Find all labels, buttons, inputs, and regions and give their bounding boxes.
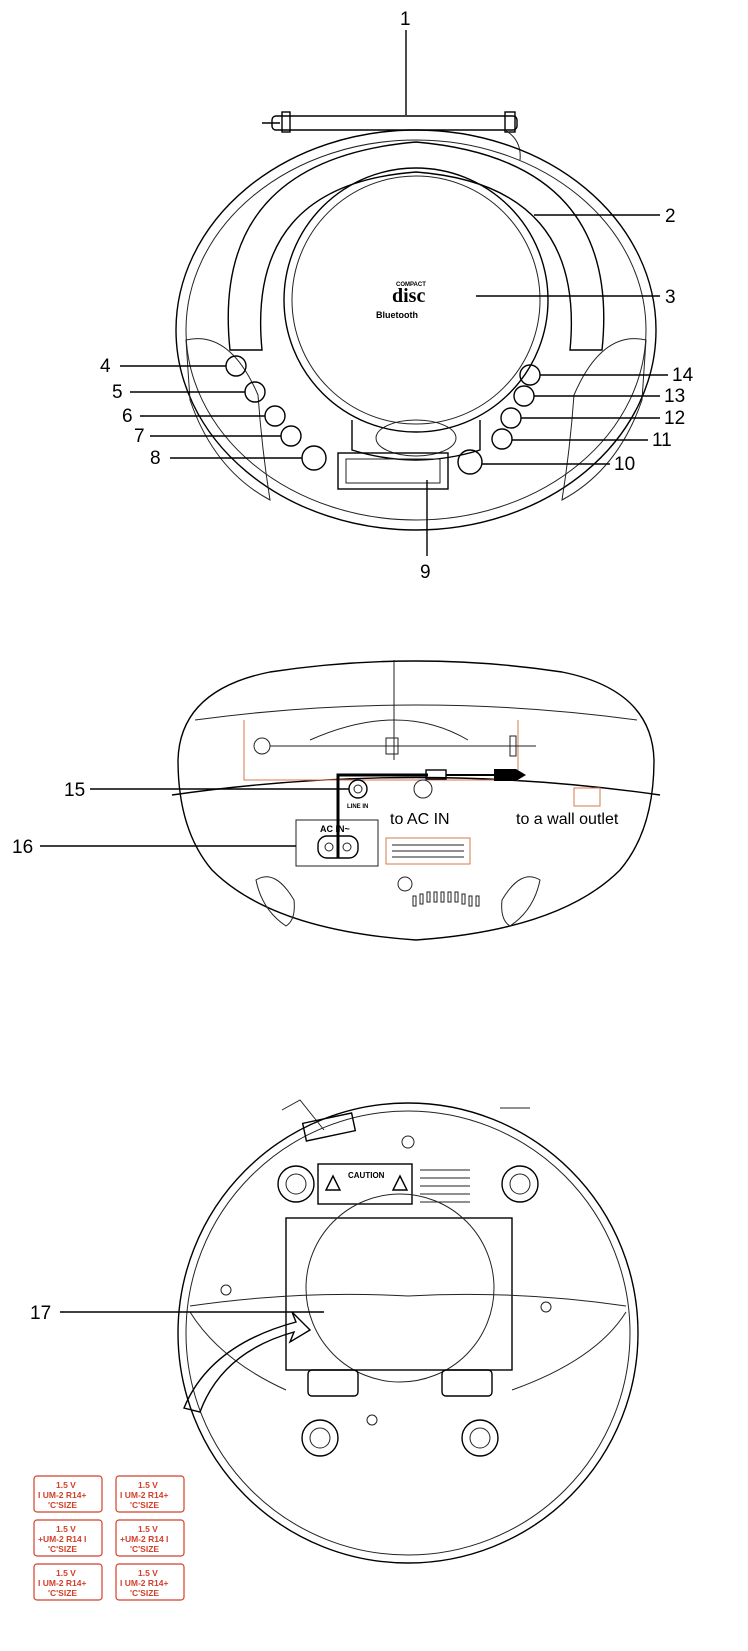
cabinet [175, 129, 657, 531]
battery-5-size: 'C'SIZE [48, 1588, 77, 1598]
battery-1-type: I UM-2 R14+ [38, 1490, 86, 1500]
volume-down-button[interactable] [244, 381, 266, 403]
battery-1: 1.5 V I UM-2 R14+ 'C'SIZE [33, 1475, 103, 1513]
callout-7: 7 [134, 426, 145, 447]
caution-label: CAUTION [317, 1163, 413, 1205]
battery-set: 1.5 V I UM-2 R14+ 'C'SIZE 1.5 V I UM-2 R… [33, 1475, 185, 1601]
battery-6-type: I UM-2 R14+ [120, 1578, 168, 1588]
callout-2: 2 [665, 206, 676, 227]
battery-5-type: I UM-2 R14+ [38, 1578, 86, 1588]
ac-in-label: AC IN~ [320, 824, 350, 834]
battery-3-volt: 1.5 V [56, 1524, 76, 1534]
callout-4: 4 [100, 356, 111, 377]
source-button[interactable] [280, 425, 302, 447]
callout-6: 6 [122, 406, 133, 427]
battery-6-volt: 1.5 V [138, 1568, 158, 1578]
insert-arrow [183, 1311, 312, 1413]
line-in-label: LINE IN [347, 804, 368, 810]
stop-button[interactable] [491, 428, 513, 450]
callout-14: 14 [672, 365, 694, 386]
battery-5-volt: 1.5 V [56, 1568, 76, 1578]
callout-11: 11 [652, 430, 672, 451]
back-view: LINE IN AC IN~ 15 [12, 660, 661, 941]
back-cabinet [177, 660, 655, 941]
bottom-cabinet [177, 1102, 639, 1564]
battery-cover [285, 1217, 513, 1371]
callout-16: 16 [12, 837, 33, 858]
battery-3-size: 'C'SIZE [48, 1544, 77, 1554]
skip-back-button[interactable] [513, 385, 535, 407]
callout-12: 12 [664, 408, 685, 429]
display-window [337, 452, 449, 490]
to-wall-outlet-label: to a wall outlet [516, 811, 619, 828]
battery-2-size: 'C'SIZE [130, 1500, 159, 1510]
disc-logo: disc [392, 285, 425, 307]
callout-8: 8 [150, 448, 161, 469]
cd-lid [283, 167, 549, 433]
battery-6-size: 'C'SIZE [130, 1588, 159, 1598]
antenna [262, 111, 521, 161]
battery-4-size: 'C'SIZE [130, 1544, 159, 1554]
bluetooth-mark: Bluetooth [376, 310, 418, 320]
volume-up-button[interactable] [225, 355, 247, 377]
random-repeat-button[interactable] [264, 405, 286, 427]
to-ac-in-label: to AC IN [390, 811, 450, 828]
battery-3-type: +UM-2 R14 I [38, 1534, 86, 1544]
wall-plug [494, 769, 526, 781]
battery-2-type: I UM-2 R14+ [120, 1490, 168, 1500]
callout-5: 5 [112, 382, 123, 403]
battery-4-volt: 1.5 V [138, 1524, 158, 1534]
line-in-jack[interactable] [348, 779, 368, 799]
right-buttons [457, 364, 541, 475]
callout-9: 9 [420, 562, 431, 583]
disc-sub: COMPACT [396, 282, 426, 288]
battery-2: 1.5 V I UM-2 R14+ 'C'SIZE [115, 1475, 185, 1513]
skip-forward-button[interactable] [519, 364, 541, 386]
battery-4: 1.5 V +UM-2 R14 I 'C'SIZE [115, 1519, 185, 1557]
power-button[interactable] [301, 445, 327, 471]
callout-3: 3 [665, 287, 676, 308]
callout-13: 13 [664, 386, 685, 407]
rating-label [385, 837, 471, 865]
battery-6: 1.5 V I UM-2 R14+ 'C'SIZE [115, 1563, 185, 1601]
callout-1: 1 [400, 9, 411, 30]
handle [227, 141, 605, 351]
battery-1-volt: 1.5 V [56, 1480, 76, 1490]
power-cable [336, 773, 428, 858]
callout-10: 10 [614, 454, 635, 475]
battery-5: 1.5 V I UM-2 R14+ 'C'SIZE [33, 1563, 103, 1601]
caution-text: CAUTION [348, 1171, 385, 1180]
bottom-view: CAUTION 17 [30, 1099, 639, 1564]
battery-2-volt: 1.5 V [138, 1480, 158, 1490]
callout-15: 15 [64, 780, 85, 801]
battery-3: 1.5 V +UM-2 R14 I 'C'SIZE [33, 1519, 103, 1557]
mode-button[interactable] [500, 407, 522, 429]
front-view: disc COMPACT Bluetooth [100, 9, 694, 583]
battery-4-type: +UM-2 R14 I [120, 1534, 168, 1544]
play-pause-button[interactable] [457, 449, 483, 475]
callout-17: 17 [30, 1303, 51, 1324]
battery-1-size: 'C'SIZE [48, 1500, 77, 1510]
